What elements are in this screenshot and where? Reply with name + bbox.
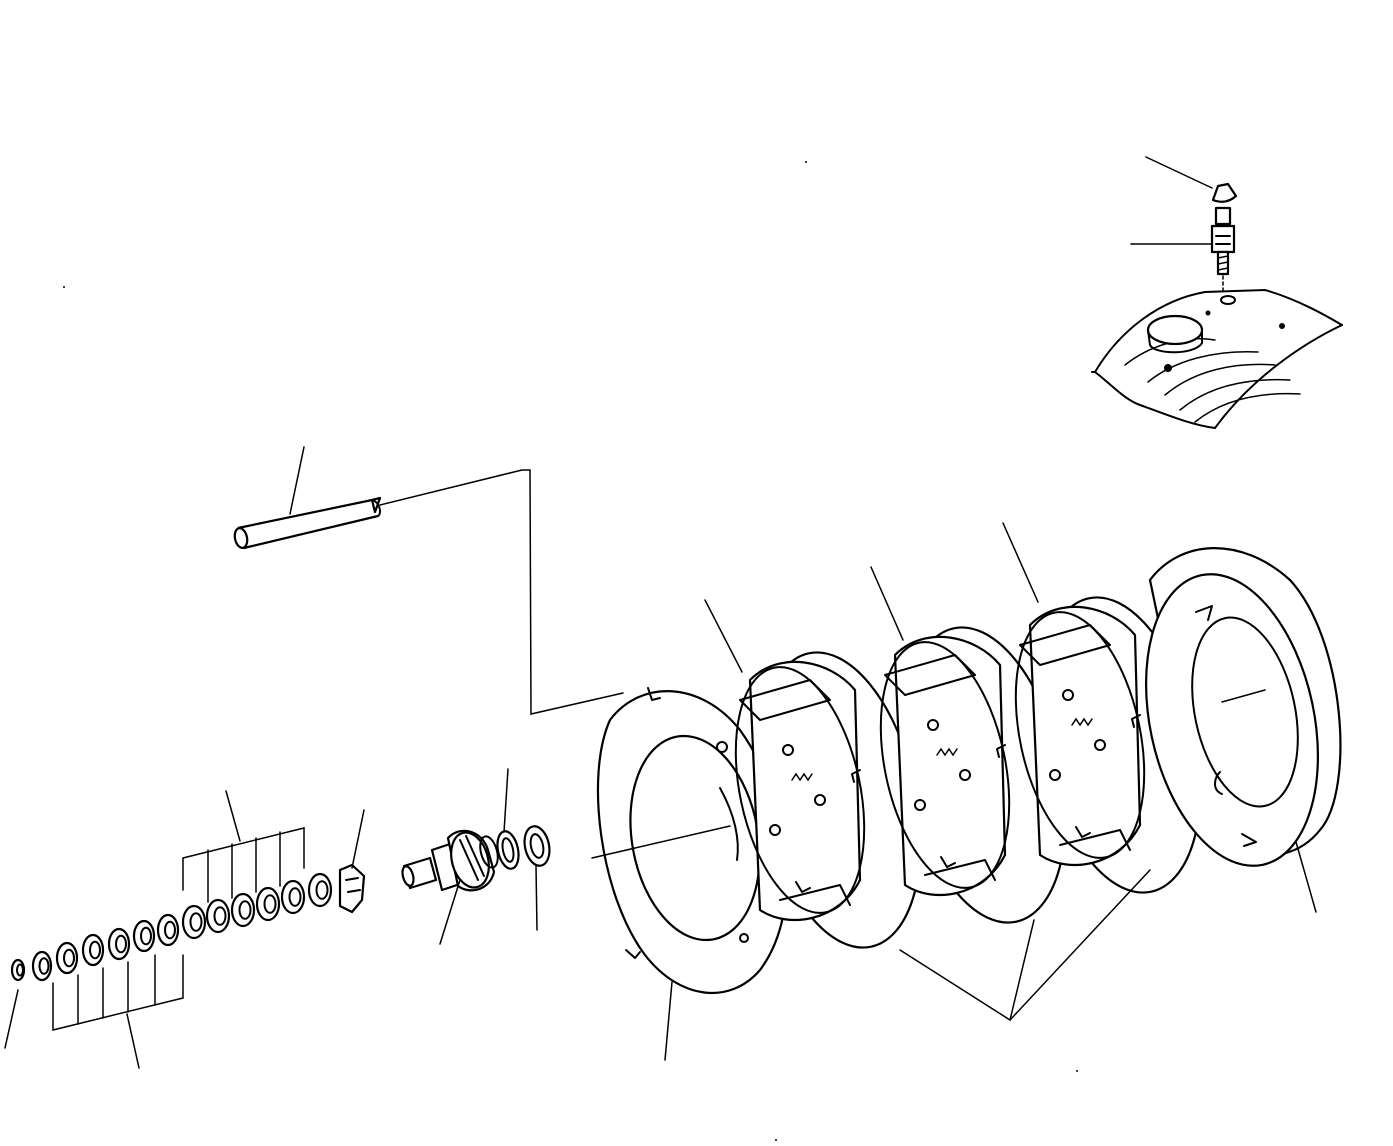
washer-hole: [38, 957, 50, 975]
friction-lining: [924, 859, 996, 881]
leader-line-piston: [439, 879, 461, 945]
washer-hole: [164, 920, 176, 940]
friction-lining: [739, 679, 831, 721]
leader-line-pin: [289, 446, 305, 515]
friction-disc: [748, 660, 862, 922]
washer-hole: [238, 900, 252, 920]
leader-line-backup-ring: [535, 865, 538, 931]
disc-hole: [959, 769, 971, 781]
friction-lining: [1019, 624, 1111, 666]
disc-hole: [914, 799, 926, 811]
friction-disc-face: [1014, 611, 1146, 859]
friction-lining: [884, 654, 976, 696]
leader-line-bleeder-cap: [1145, 156, 1213, 189]
disc-notch: [795, 881, 811, 893]
leader-line-brake-drum: [1295, 841, 1317, 913]
spline-teeth: [791, 772, 813, 782]
friction-disc: [1028, 605, 1142, 867]
adjuster-nut: [338, 863, 366, 914]
friction-disc-face: [734, 666, 866, 914]
disc-notch: [1075, 826, 1091, 838]
brake-drum: [1144, 547, 1342, 867]
axis-centerline: [591, 825, 731, 859]
disc-notch: [996, 744, 1006, 758]
scan-dot: [775, 1139, 777, 1141]
friction-lining: [779, 884, 851, 906]
disc-hole: [769, 824, 781, 836]
washer-group-ticks-upper: [207, 831, 281, 903]
disc-hole: [814, 794, 826, 806]
washer-group-ticks-lower: [77, 954, 156, 1025]
disc-notch: [940, 856, 956, 868]
washer-hole: [263, 894, 277, 914]
washer-group-bracket-upper: [182, 827, 305, 891]
washer-group-bracket-lower: [52, 954, 184, 1031]
adjuster-washers: [10, 872, 333, 982]
washer-hole: [140, 926, 152, 946]
leader-line-separator-plates-a: [899, 919, 1035, 1022]
brake-housing: [1091, 289, 1343, 429]
leader-line-pressure-plate: [664, 981, 673, 1061]
spline-teeth: [936, 747, 958, 757]
leader-line-friction-disc-3: [1002, 522, 1039, 603]
pressure-plate: [596, 687, 800, 994]
disc-hole: [1049, 769, 1061, 781]
leader-line-adjuster-nut: [351, 809, 365, 869]
leader-line-small-washer: [4, 989, 19, 1049]
washer-hole: [213, 906, 227, 926]
disc-notch: [1131, 714, 1141, 728]
spline-teeth: [1071, 717, 1093, 727]
washer-hole: [16, 963, 24, 977]
friction-disc: [893, 635, 1007, 897]
bleeder-cap: [1211, 182, 1238, 203]
pin: [233, 496, 382, 550]
o-ring: [496, 830, 520, 870]
washer-hole: [115, 934, 127, 954]
scan-dot: [805, 161, 807, 163]
scan-dot: [63, 286, 65, 288]
leader-line-pin-location: [379, 469, 624, 715]
bleeder-screw: [1210, 206, 1236, 293]
washer-hole: [288, 887, 302, 907]
leader-line-upper-washers: [225, 790, 241, 842]
disc-hole: [927, 719, 939, 731]
piston: [401, 829, 499, 892]
friction-lining: [1059, 829, 1131, 851]
disc-hole: [1094, 739, 1106, 751]
friction-disc-face: [879, 641, 1011, 889]
disc-hole: [1062, 689, 1074, 701]
washer-hole: [63, 948, 75, 968]
scan-dot: [1076, 1070, 1078, 1072]
washer-hole: [315, 880, 329, 900]
leader-line-friction-disc-1: [704, 599, 743, 673]
leader-line-lower-washers: [126, 1013, 140, 1069]
disc-hole: [782, 744, 794, 756]
leader-line-friction-disc-2: [870, 566, 904, 641]
washer-hole: [89, 940, 101, 960]
leader-line-separator-plates-b: [1009, 869, 1151, 1021]
leader-line-o-ring: [503, 768, 509, 833]
backup-ring: [523, 825, 551, 867]
washer-hole: [189, 912, 203, 932]
disc-notch: [851, 769, 861, 783]
